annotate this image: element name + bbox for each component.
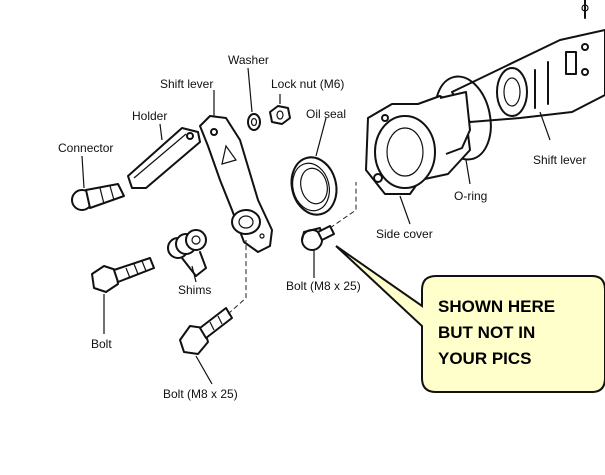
label-bolt-upper: Bolt (M8 x 25) (286, 279, 361, 293)
washer (247, 113, 261, 131)
label-lock-nut: Lock nut (M6) (271, 77, 344, 91)
callout-line-1: SHOWN HERE (438, 297, 555, 316)
shift-lever (199, 115, 273, 253)
connector (71, 183, 125, 211)
bolt-lower (179, 240, 247, 355)
bolt-upper (301, 182, 357, 251)
shims (167, 229, 207, 277)
label-shift-lever-right: Shift lever (533, 153, 586, 167)
leader-lines (81, 67, 551, 385)
oil-seal (290, 156, 338, 216)
label-shims: Shims (178, 283, 211, 297)
label-washer: Washer (228, 53, 269, 67)
side-cover (365, 91, 471, 195)
label-side-cover: Side cover (376, 227, 433, 241)
bolt-left (91, 257, 155, 293)
callout-line-2: BUT NOT IN (438, 323, 535, 342)
labels: Washer Shift lever Lock nut (M6) Holder … (58, 53, 586, 401)
label-holder: Holder (132, 109, 167, 123)
callout-line-3: YOUR PICS (438, 349, 532, 368)
label-oil-seal: Oil seal (306, 107, 346, 121)
label-bolt-left: Bolt (91, 337, 112, 351)
callout-bubble: SHOWN HERE BUT NOT IN YOUR PICS (335, 245, 605, 393)
label-o-ring: O-ring (454, 189, 487, 203)
lock-nut (269, 105, 291, 125)
shift-lever-shaft (451, 0, 605, 123)
label-connector: Connector (58, 141, 113, 155)
holder (127, 127, 201, 189)
label-bolt-lower: Bolt (M8 x 25) (163, 387, 238, 401)
label-shift-lever-left: Shift lever (160, 77, 213, 91)
